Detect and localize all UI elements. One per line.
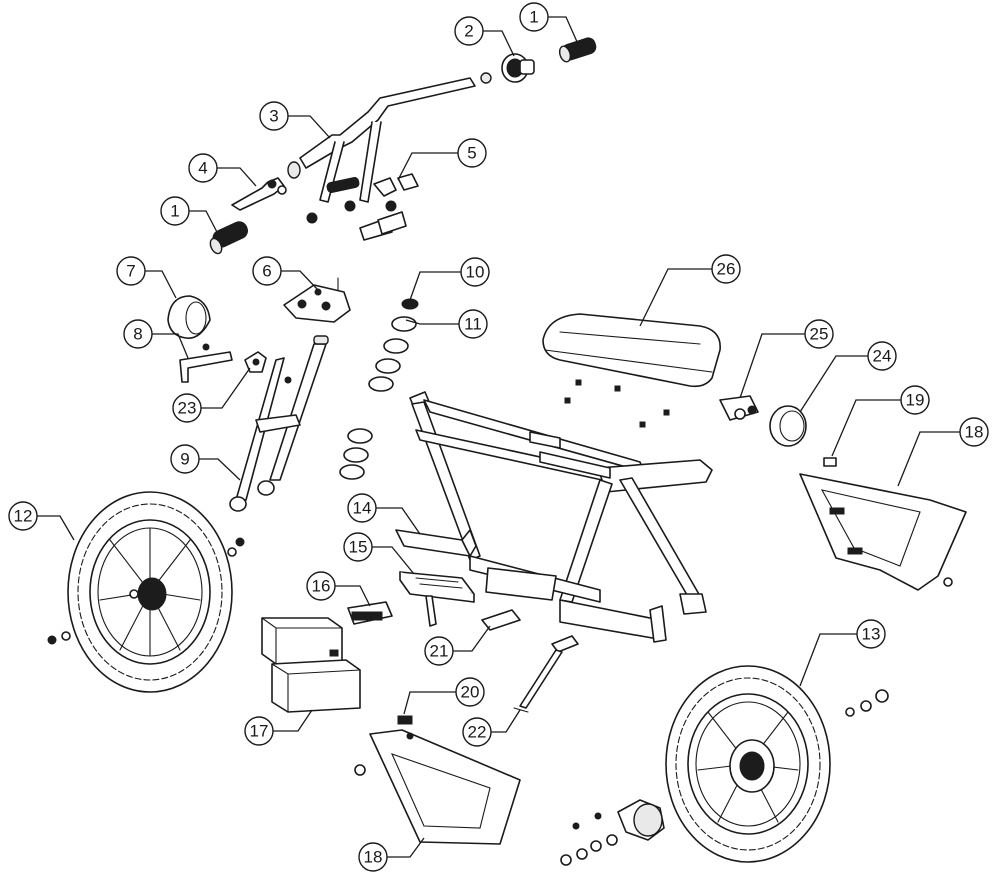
- callout-7-headlight: 7: [116, 256, 146, 286]
- callout-24-tail-light: 24: [867, 341, 897, 371]
- svg-text:23: 23: [178, 399, 197, 418]
- grip-left: [209, 221, 248, 255]
- callout-16-controller: 16: [306, 571, 336, 601]
- svg-text:5: 5: [467, 144, 476, 163]
- battery-tray: [399, 571, 475, 603]
- callout-19-clip: 19: [900, 385, 930, 415]
- callout-1-left-grip: 1: [160, 196, 190, 226]
- svg-text:6: 6: [262, 262, 271, 281]
- rear-wheel: [665, 665, 889, 863]
- callout-20-switch: 20: [455, 677, 485, 707]
- grip-top: [558, 37, 597, 63]
- svg-text:16: 16: [312, 577, 331, 596]
- svg-text:10: 10: [466, 263, 485, 282]
- svg-text:22: 22: [468, 723, 487, 742]
- svg-text:26: 26: [717, 260, 736, 279]
- callout-4-brake-lever: 4: [188, 153, 218, 183]
- svg-text:25: 25: [810, 325, 829, 344]
- brake-lever: [231, 177, 287, 211]
- svg-text:1: 1: [529, 8, 538, 27]
- handlebar-clamps: [306, 173, 419, 241]
- headset-bearings: [339, 298, 419, 480]
- callout-13-rear-wheel: 13: [856, 619, 886, 649]
- svg-text:3: 3: [269, 107, 278, 126]
- kickstand: [513, 635, 579, 713]
- callout-14-battery-bracket: 14: [347, 493, 377, 523]
- svg-text:2: 2: [464, 22, 473, 41]
- svg-text:18: 18: [364, 848, 383, 867]
- handlebar: [287, 77, 476, 203]
- battery-bracket: [395, 529, 477, 557]
- reflector-bracket: [244, 351, 267, 373]
- seat-bolts: [564, 379, 670, 428]
- callout-18-upper-cover: 18: [959, 417, 989, 447]
- tail-light: [769, 405, 807, 447]
- footrest-bracket: [425, 595, 521, 631]
- tail-light-bracket: [719, 395, 759, 421]
- cover-clip: [823, 457, 837, 467]
- callout-2-throttle: 2: [454, 16, 484, 46]
- main-frame: [409, 391, 713, 643]
- svg-text:20: 20: [461, 683, 480, 702]
- callout-5-clamps: 5: [457, 138, 487, 168]
- seat: [542, 313, 721, 388]
- svg-text:17: 17: [250, 722, 269, 741]
- svg-text:12: 12: [14, 507, 33, 526]
- svg-text:19: 19: [906, 391, 925, 410]
- side-cover-upper: [799, 473, 967, 591]
- throttle-assembly: [480, 53, 535, 84]
- callout-6-top-plate: 6: [252, 256, 282, 286]
- svg-text:11: 11: [464, 315, 482, 334]
- callout-15-tray: 15: [343, 532, 373, 562]
- batteries: [261, 617, 361, 713]
- power-switch: [397, 715, 413, 725]
- front-wheel: [47, 491, 245, 693]
- callout-3-handlebar: 3: [259, 101, 289, 131]
- callout-10-bearing: 10: [460, 257, 490, 287]
- svg-text:14: 14: [353, 499, 372, 518]
- callout-8-bracket: 8: [123, 319, 153, 349]
- callout-23-bracket: 23: [172, 393, 202, 423]
- top-plate: [283, 277, 351, 323]
- svg-text:4: 4: [198, 159, 207, 178]
- svg-text:7: 7: [126, 262, 135, 281]
- callout-9-fork: 9: [170, 444, 200, 474]
- callout-21-footrest: 21: [424, 636, 454, 666]
- callout-1-top-grip: 1: [519, 2, 549, 32]
- headlight: [167, 295, 211, 339]
- callout-11-bearing: 11: [458, 309, 488, 339]
- callout-12-front-wheel: 12: [8, 501, 38, 531]
- callout-17-batteries: 17: [244, 716, 274, 746]
- svg-text:13: 13: [862, 625, 881, 644]
- callout-22-kickstand: 22: [462, 717, 492, 747]
- svg-text:1: 1: [170, 202, 179, 221]
- callout-26-seat: 26: [711, 254, 741, 284]
- front-fork: [229, 335, 329, 512]
- svg-text:24: 24: [873, 347, 892, 366]
- headlight-bracket: [179, 343, 233, 383]
- controller: [347, 601, 393, 625]
- callout-25-tail-bracket: 25: [804, 319, 834, 349]
- svg-text:21: 21: [430, 642, 449, 661]
- rear-hub-parts: [560, 799, 665, 866]
- callout-18-lower-cover: 18: [358, 842, 388, 872]
- leader-lines: [37, 16, 960, 858]
- svg-text:15: 15: [349, 538, 368, 557]
- svg-text:9: 9: [180, 450, 189, 469]
- svg-text:8: 8: [133, 325, 142, 344]
- svg-text:18: 18: [965, 423, 984, 442]
- side-cover-lower: [354, 729, 521, 845]
